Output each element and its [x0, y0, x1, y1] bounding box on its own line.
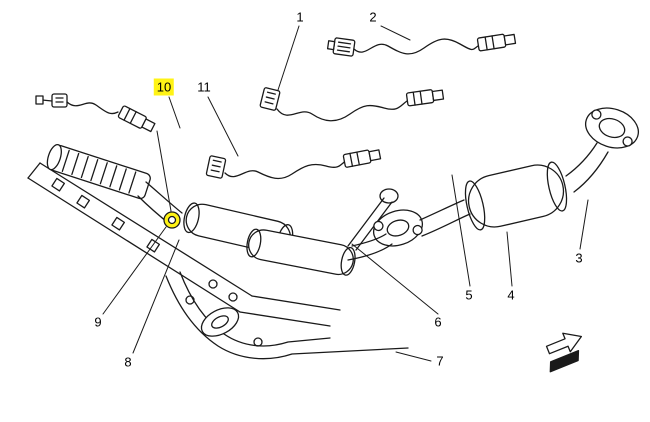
catalytic-converter-rear	[464, 161, 568, 231]
oxygen-sensor-11	[205, 149, 382, 180]
oxygen-sensor-2	[326, 33, 517, 57]
callout-2[interactable]: 2	[369, 9, 377, 25]
callout-4[interactable]: 4	[507, 287, 515, 303]
front-flex-pipe	[46, 144, 183, 227]
callout-10[interactable]: 10	[153, 78, 175, 96]
callout-5[interactable]: 5	[465, 287, 473, 303]
exhaust-flange-mid	[373, 209, 423, 247]
callout-6[interactable]: 6	[434, 314, 442, 330]
highlighted-sensor-port	[163, 211, 181, 229]
callout-1[interactable]: 1	[296, 9, 304, 25]
oxygen-sensor-10	[35, 93, 156, 133]
exhaust-flange-rear	[565, 107, 639, 193]
callout-3[interactable]: 3	[575, 250, 583, 266]
oxygen-sensor-1	[259, 87, 445, 122]
callout-8[interactable]: 8	[124, 354, 132, 370]
fwd-arrow-icon	[545, 332, 583, 373]
crossmember-bracket	[165, 271, 409, 360]
callout-7[interactable]: 7	[436, 353, 444, 369]
intermediate-pipes	[347, 199, 471, 261]
leader-lines	[102, 25, 589, 362]
frame-rail	[27, 162, 341, 327]
catalytic-converter-front	[183, 202, 356, 276]
callout-11[interactable]: 11	[197, 79, 211, 95]
callout-9[interactable]: 9	[94, 314, 102, 330]
